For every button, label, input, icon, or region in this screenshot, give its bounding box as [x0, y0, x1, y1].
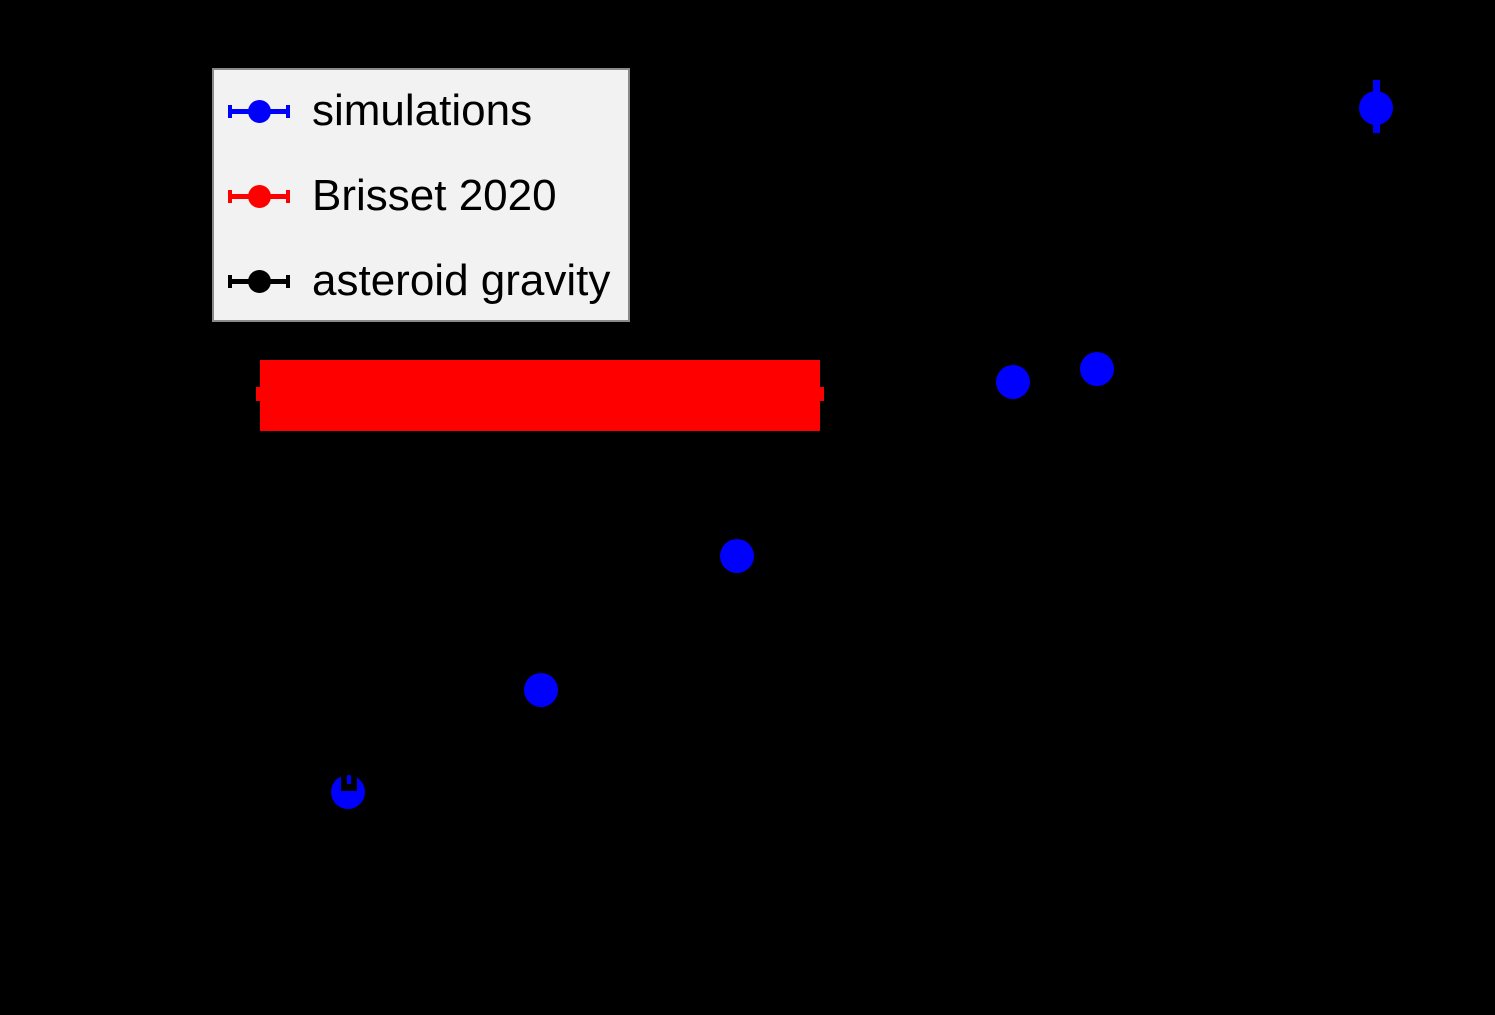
legend-label: asteroid gravity: [312, 256, 611, 305]
legend-box: simulations Brisset 2020 asteroid gravit…: [212, 68, 630, 322]
range-bar: [260, 360, 820, 431]
data-point: [524, 673, 558, 707]
black-overlay-notch: [351, 774, 357, 791]
black-overlay-notch: [346, 784, 352, 791]
data-point: [331, 775, 365, 809]
data-point: [1080, 352, 1114, 386]
errorbar-cap: [256, 387, 261, 401]
legend-item-simulations: simulations: [214, 83, 628, 139]
data-point: [996, 365, 1030, 399]
black-overlay-notch: [341, 774, 347, 791]
legend-label: simulations: [312, 86, 533, 135]
data-point: [1359, 91, 1393, 125]
errorbar-marker-icon: [228, 96, 290, 126]
errorbar-cap: [819, 387, 824, 401]
errorbar-marker-icon: [228, 266, 290, 296]
data-point: [720, 539, 754, 573]
legend-item-asteroid-gravity: asteroid gravity: [214, 253, 628, 309]
legend-label: Brisset 2020: [312, 171, 557, 220]
errorbar-marker-icon: [228, 181, 290, 211]
legend-item-brisset-2020: Brisset 2020: [214, 168, 628, 224]
